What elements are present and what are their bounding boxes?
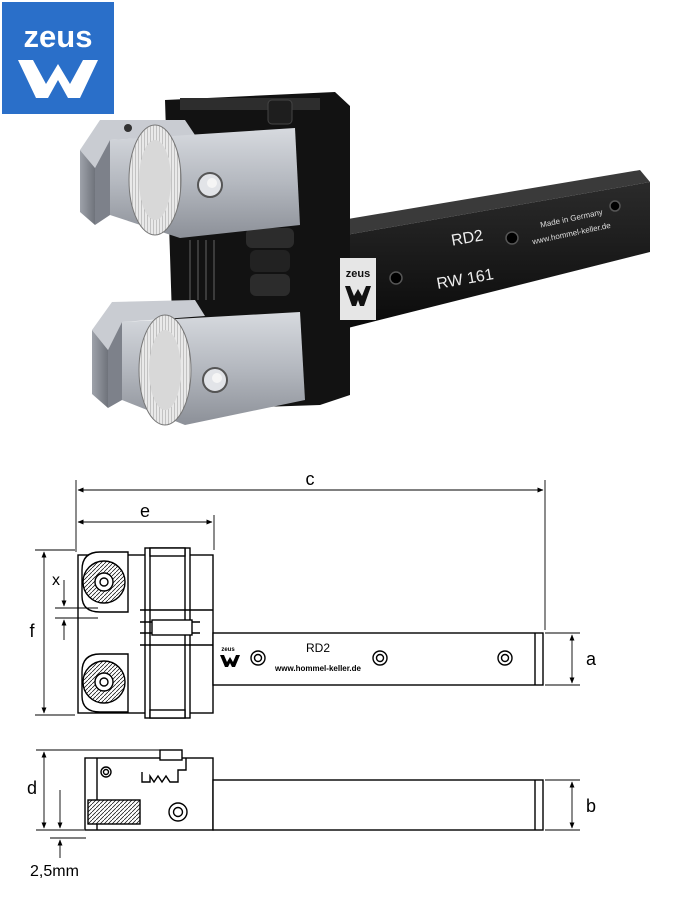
drawing-side-knurl-wheel — [87, 799, 141, 825]
photo-brand-mark-icon — [345, 286, 371, 306]
drawing-model-label: RD2 — [306, 641, 330, 655]
drawing-brand-mark-icon — [220, 655, 240, 667]
drawing-side-view — [84, 749, 544, 831]
photo-clamp-screw — [267, 99, 293, 125]
dimension-f-label: f — [29, 621, 35, 641]
photo-screw-hole — [505, 231, 519, 245]
logo-text: zeus — [24, 19, 93, 54]
dimension-x-label: x — [52, 572, 60, 589]
dimension-lines-top — [35, 480, 580, 716]
dimension-d-label: d — [27, 778, 37, 798]
logo-w-mark-icon — [18, 60, 98, 98]
photo-shank: RD2 RW 161 Made in Germany www.hommel-ke… — [330, 170, 650, 330]
drawing-shank — [212, 632, 544, 686]
dimension-e-label: e — [140, 501, 150, 521]
drawing-url-label: www.hommel-keller.de — [274, 664, 362, 673]
drawing-brand-label: zeus — [221, 647, 235, 653]
photo-screw-hole — [609, 200, 621, 212]
dimension-b-label: b — [586, 796, 596, 816]
dimension-offset-label: 2,5mm — [30, 863, 79, 880]
zeus-logo: zeus — [2, 2, 114, 114]
photo-screw-hole — [389, 271, 403, 285]
logo-background — [2, 2, 114, 114]
drawing-top-view — [77, 547, 544, 719]
drawing-shank-holes — [250, 650, 513, 666]
photo-model-label: RD2 — [450, 227, 485, 249]
photo-upper-holder — [80, 120, 300, 238]
photo-lower-holder — [92, 300, 305, 426]
drawing-side-shank — [212, 779, 544, 831]
photo-brand-label: zeus — [346, 268, 370, 280]
dimension-c-label: c — [306, 469, 315, 489]
dimension-a-label: a — [586, 649, 597, 669]
product-photo: RD2 RW 161 Made in Germany www.hommel-ke… — [80, 92, 650, 426]
dimension-lines-side — [36, 749, 580, 858]
